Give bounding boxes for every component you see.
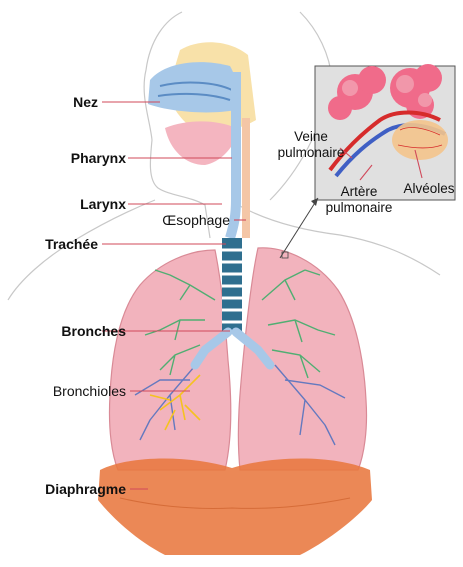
label-bronchioles: Bronchioles <box>53 383 126 399</box>
right-lung <box>238 248 366 470</box>
label-pharynx: Pharynx <box>71 150 126 166</box>
label-diaphragme: Diaphragme <box>45 481 126 497</box>
label-artere-pulmonaire-1: Artère <box>341 184 378 199</box>
label-artere-pulmonaire-2: pulmonaire <box>326 200 393 215</box>
label-trachee: Trachée <box>45 236 98 252</box>
label-larynx: Larynx <box>80 196 126 212</box>
label-oesophage: Œsophage <box>162 212 230 228</box>
diaphragm <box>98 458 372 555</box>
label-alveoles: Alvéoles <box>403 181 454 196</box>
label-nez: Nez <box>73 94 98 110</box>
head-airway <box>148 42 256 238</box>
label-bronches: Bronches <box>61 323 126 339</box>
label-veine-pulmonaire-1: Veine <box>294 129 328 144</box>
label-veine-pulmonaire-2: pulmonaire <box>278 145 345 160</box>
